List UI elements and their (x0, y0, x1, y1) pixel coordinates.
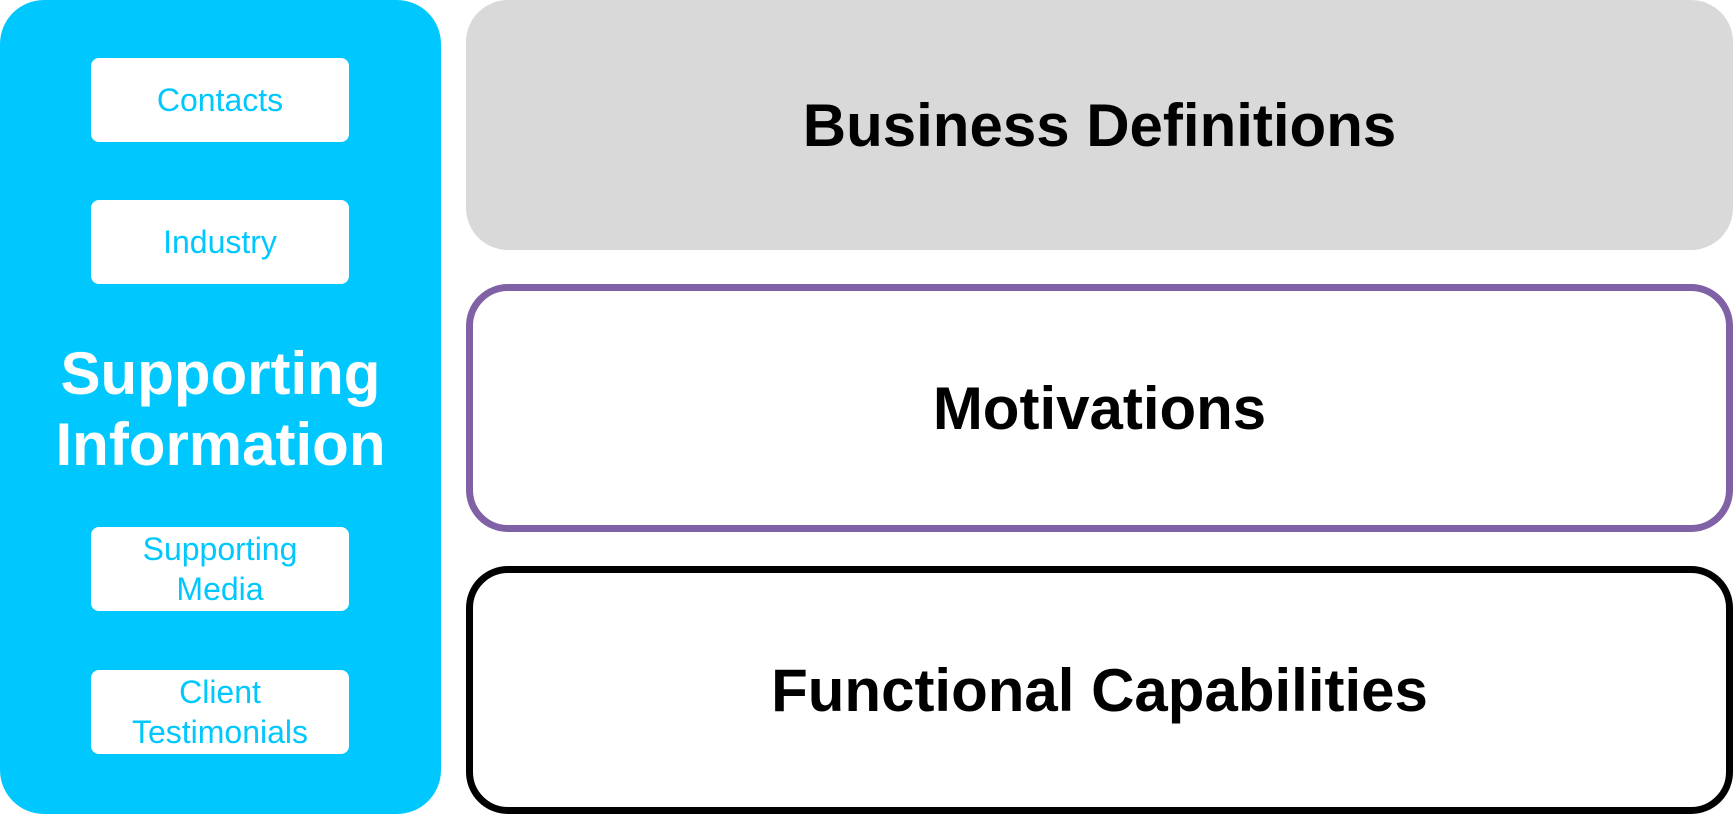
supporting-information-panel: Contacts Industry Supporting Information… (0, 0, 441, 814)
supporting-media-label-line-2: Media (176, 571, 264, 607)
industry-label: Industry (163, 224, 277, 260)
contacts-box: Contacts (91, 58, 349, 142)
industry-box: Industry (91, 200, 349, 284)
supporting-information-title: Supporting Information (0, 338, 441, 480)
motivations-label: Motivations (932, 374, 1267, 442)
functional-capabilities-panel: Functional Capabilities (466, 566, 1733, 814)
functional-capabilities-label: Functional Capabilities (771, 656, 1428, 724)
business-definitions-label: Business Definitions (802, 91, 1397, 159)
supporting-media-label-line-1: Supporting (142, 531, 298, 567)
client-testimonials-label-line-1: Client (179, 674, 261, 710)
supporting-media-box: Supporting Media (91, 527, 349, 611)
title-line-2: Information (55, 411, 386, 478)
motivations-panel: Motivations (466, 284, 1733, 532)
title-line-1: Supporting (60, 340, 381, 407)
client-testimonials-box: Client Testimonials (91, 670, 349, 754)
business-definitions-panel: Business Definitions (466, 0, 1733, 250)
contacts-label: Contacts (156, 82, 284, 118)
client-testimonials-label-line-2: Testimonials (131, 714, 309, 750)
